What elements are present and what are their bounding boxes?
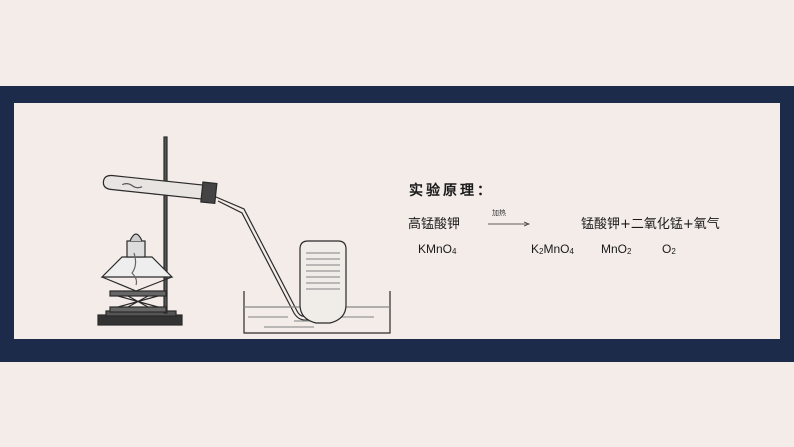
products-name: 锰酸钾+二氧化锰+氧气 bbox=[581, 217, 720, 232]
alcohol-lamp bbox=[100, 233, 174, 292]
formula-k2mno4: K2MnO4 bbox=[531, 242, 574, 256]
reaction-condition: 加热 bbox=[492, 209, 506, 217]
stand-rod bbox=[163, 136, 168, 314]
lab-jack bbox=[109, 290, 167, 313]
test-tube bbox=[102, 174, 218, 205]
formula-mno2: MnO2 bbox=[601, 242, 632, 256]
formula-o2: O2 bbox=[662, 242, 676, 256]
lab-apparatus-illustration bbox=[97, 136, 391, 334]
content-panel: 实验原理： 高锰酸钾 加热 锰酸钾+二氧化锰+氧气 KMnO4 K2MnO4 M… bbox=[14, 103, 780, 339]
reactant-name: 高锰酸钾 bbox=[408, 217, 461, 232]
collecting-bottle bbox=[299, 240, 347, 324]
principle-title: 实验原理： bbox=[409, 183, 494, 199]
formula-kmno4: KMnO4 bbox=[418, 242, 457, 256]
reaction-arrow-icon bbox=[488, 221, 530, 227]
